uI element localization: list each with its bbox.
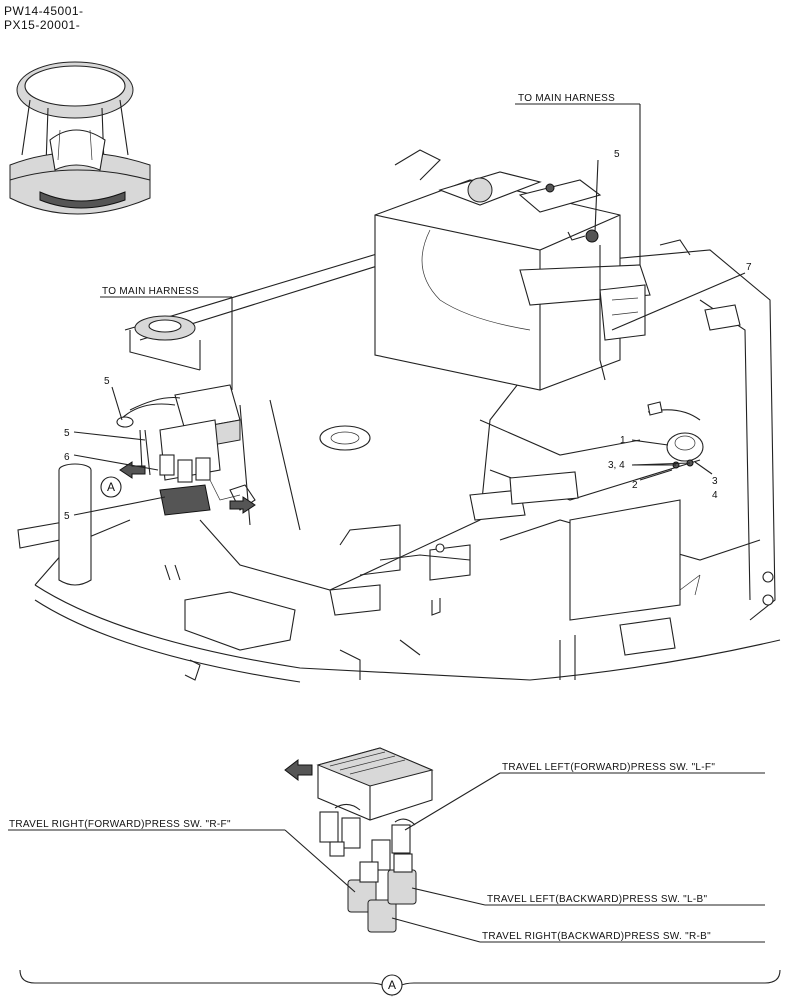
callout-6: 6 bbox=[64, 452, 70, 463]
right-switch-assembly bbox=[647, 401, 704, 469]
callout-2: 2 bbox=[632, 480, 638, 491]
callout-5-left-middle: 5 bbox=[64, 428, 70, 439]
label-travel-left-forward: TRAVEL LEFT(FORWARD)PRESS SW. "L-F" bbox=[502, 762, 715, 773]
cab-thumbnail bbox=[9, 61, 151, 215]
label-travel-right-forward: TRAVEL RIGHT(FORWARD)PRESS SW. "R-F" bbox=[9, 819, 231, 830]
callout-5-upper: 5 bbox=[614, 149, 620, 160]
serial-number-2: PX15-20001- bbox=[4, 18, 81, 32]
callout-3-4: 3, 4 bbox=[608, 460, 625, 471]
callout-7: 7 bbox=[746, 262, 752, 273]
callout-3: 3 bbox=[712, 476, 718, 487]
callout-5-left-top: 5 bbox=[104, 376, 110, 387]
label-travel-left-backward: TRAVEL LEFT(BACKWARD)PRESS SW. "L-B" bbox=[487, 894, 707, 905]
callout-5-left-bottom: 5 bbox=[64, 511, 70, 522]
detail-view-a bbox=[8, 747, 781, 997]
serial-number-1: PW14-45001- bbox=[4, 4, 84, 18]
pressure-switch-assembly bbox=[116, 384, 256, 516]
detail-marker-a-bottom: A bbox=[381, 974, 403, 996]
detail-marker-a-text: A bbox=[107, 480, 115, 494]
callout-1: 1 bbox=[620, 435, 626, 446]
machine-frame bbox=[17, 239, 781, 683]
label-travel-right-backward: TRAVEL RIGHT(BACKWARD)PRESS SW. "R-B" bbox=[482, 931, 711, 942]
detail-marker-a-bottom-text: A bbox=[388, 978, 396, 992]
callout-lines bbox=[73, 103, 746, 516]
hydraulic-tank bbox=[374, 149, 651, 391]
to-main-harness-left-label: TO MAIN HARNESS bbox=[102, 286, 199, 297]
detail-marker-a: A bbox=[100, 476, 122, 498]
callout-4: 4 bbox=[712, 490, 718, 501]
to-main-harness-upper-label: TO MAIN HARNESS bbox=[518, 93, 615, 104]
